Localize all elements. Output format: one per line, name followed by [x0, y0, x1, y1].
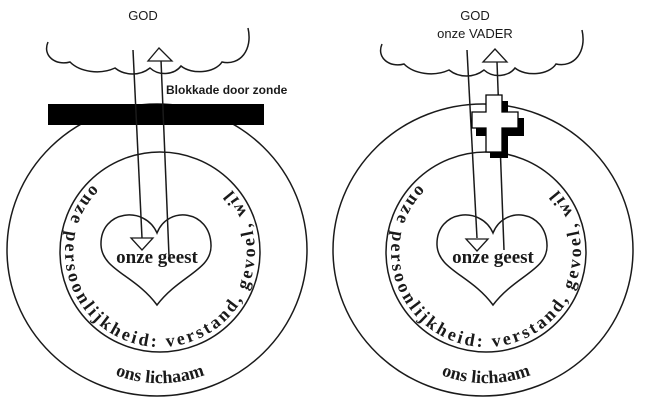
up-arrowhead-icon [481, 48, 509, 63]
body-text: ons lichaam [114, 360, 206, 387]
up-arrowhead-icon [146, 47, 174, 62]
inner-circle-personality [59, 151, 261, 353]
blockade-label: Blokkade door zonde [166, 83, 288, 97]
down-arrowhead-icon [129, 237, 155, 251]
up-arrow-line [160, 59, 170, 257]
right-diagram: GOD onze VADER onze geest onze persoonli… [332, 8, 634, 397]
spirit-label: onze geest [116, 247, 198, 268]
heart-shape [100, 214, 212, 307]
sin-blockade-bar [48, 104, 264, 125]
down-arrow-line [132, 49, 143, 239]
body-label: ons lichaam [114, 360, 206, 387]
father-label: onze VADER [437, 26, 513, 41]
body-text: ons lichaam [440, 360, 532, 387]
outer-circle-body [332, 103, 634, 397]
cloud-shape [45, 27, 250, 75]
left-diagram: GOD Blokkade door zonde onze geest onze … [6, 8, 308, 397]
god-label: GOD [460, 8, 490, 23]
down-arrowhead-icon [464, 238, 490, 252]
down-arrow-line [466, 49, 478, 239]
spirit-label: onze geest [452, 247, 534, 268]
heart-shape [436, 214, 548, 307]
god-label: GOD [128, 8, 158, 23]
cross-icon [471, 94, 524, 158]
body-label: ons lichaam [440, 360, 532, 387]
